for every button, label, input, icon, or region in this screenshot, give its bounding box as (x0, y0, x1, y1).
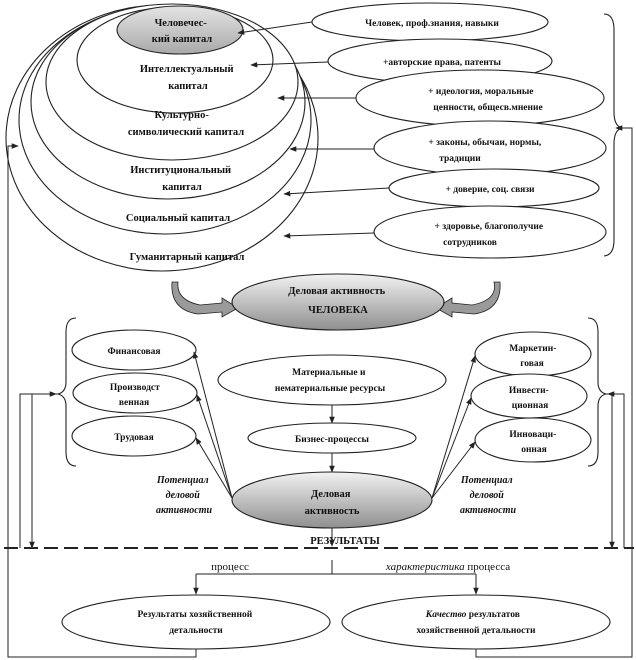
right-inner-feedback (606, 393, 615, 549)
ideology-ellipse (355, 69, 605, 127)
arrow-copyright-intellectual (250, 61, 329, 68)
arrow-to-production (196, 394, 233, 499)
human-activity-ellipse (231, 273, 445, 331)
intellectual-capital-label: Интеллектуальный капитал (140, 64, 236, 92)
health-ellipse (373, 205, 607, 259)
right-inner-feedback-2 (607, 391, 625, 548)
innovation-ellipse (474, 417, 592, 463)
production-ellipse (72, 372, 198, 414)
laws-label: + законы, обычаи, нормы, традиции (428, 137, 543, 164)
business-activity-ellipse (231, 471, 433, 529)
knowledge-label: Человек, проф.знания, навыки (365, 18, 499, 29)
human-capital-ellipse (116, 5, 244, 55)
feedback-left-line (7, 143, 19, 650)
cultural-capital-label: Культурно- символический капитал (128, 110, 244, 138)
result-left-label: Результаты хозяйственной детальности (137, 609, 254, 636)
arrow-to-investment (431, 397, 472, 499)
arrow-to-innovation (431, 441, 476, 499)
result-left-ellipse (61, 594, 331, 650)
arrow-health-humanitarian (283, 232, 375, 239)
laws-ellipse (373, 120, 607, 176)
copyright-label: +авторские права, патенты (383, 58, 502, 68)
human-activity-label: Деловая активность ЧЕЛОВЕКА (288, 286, 388, 316)
result-right-label: Качество результатов хозяйственной детал… (417, 610, 536, 636)
potential-right-label: Потенциал деловой активности (460, 475, 517, 516)
financial-ellipse (71, 329, 197, 371)
labor-label: Трудовая (114, 433, 154, 443)
humanitarian-capital-label: Гуманитарный капитал (130, 252, 245, 263)
curved-arrow-right (435, 281, 501, 318)
result-right-ellipse (341, 594, 611, 650)
components-brace (603, 13, 623, 257)
capital-ellipses (5, 3, 319, 272)
curved-arrow-left (171, 281, 239, 318)
arrow-to-labor (195, 437, 233, 499)
resources-label: Материальные и нематериальные ресурсы (275, 368, 386, 394)
social-capital-label: Социальный капитал (126, 213, 230, 224)
business-activity-label: Деловая активность (305, 489, 360, 517)
arrow-knowledge-human (237, 21, 313, 35)
marketing-ellipse (474, 331, 592, 377)
component-arrows (237, 21, 390, 239)
labor-ellipse (71, 415, 197, 457)
side-feedback-arrows (19, 391, 625, 549)
arrow-trust-social (283, 187, 390, 197)
innovation-label: Инноваци- онная (509, 430, 558, 455)
activity-type-arrows (192, 351, 476, 499)
human-capital-label: Человечес- кий капитал (152, 18, 213, 45)
potential-left-label: Потенциал деловой активности (156, 475, 213, 516)
curved-arrows (171, 281, 501, 318)
production-label: Производст венная (110, 383, 162, 408)
marketing-label: Маркетин- говая (509, 344, 559, 369)
business-processes-label: Бизнес-процессы (295, 435, 370, 445)
arrow-to-marketing (431, 355, 476, 499)
bottom-left-connector (7, 649, 197, 658)
investment-label: Инвести- ционная (509, 386, 551, 411)
institutional-capital-label: Институциональный капитал (130, 165, 233, 193)
feedback-loop (7, 125, 633, 650)
resources-ellipse (217, 354, 447, 406)
left-inner-feedback (29, 393, 58, 549)
ideology-label: + идеология, моральные ценности, общесв.… (428, 87, 543, 113)
feedback-right-line (615, 125, 633, 548)
component-ellipses (311, 2, 607, 259)
characteristic-label: характеристика процесса (385, 561, 510, 573)
bottom-loop (7, 548, 633, 658)
bottom-right-connector (475, 548, 633, 658)
arrow-to-financial (192, 351, 233, 499)
process-label: процесс (211, 561, 249, 573)
investment-ellipse (470, 373, 588, 419)
results-label: РЕЗУЛЬТАТЫ (310, 536, 380, 547)
financial-label: Финансовая (107, 347, 160, 357)
trust-label: + доверие, соц. связи (445, 185, 535, 195)
health-label: + здоровье, благополучие сотрудников (435, 221, 546, 248)
left-inner-feedback-2 (19, 391, 57, 548)
